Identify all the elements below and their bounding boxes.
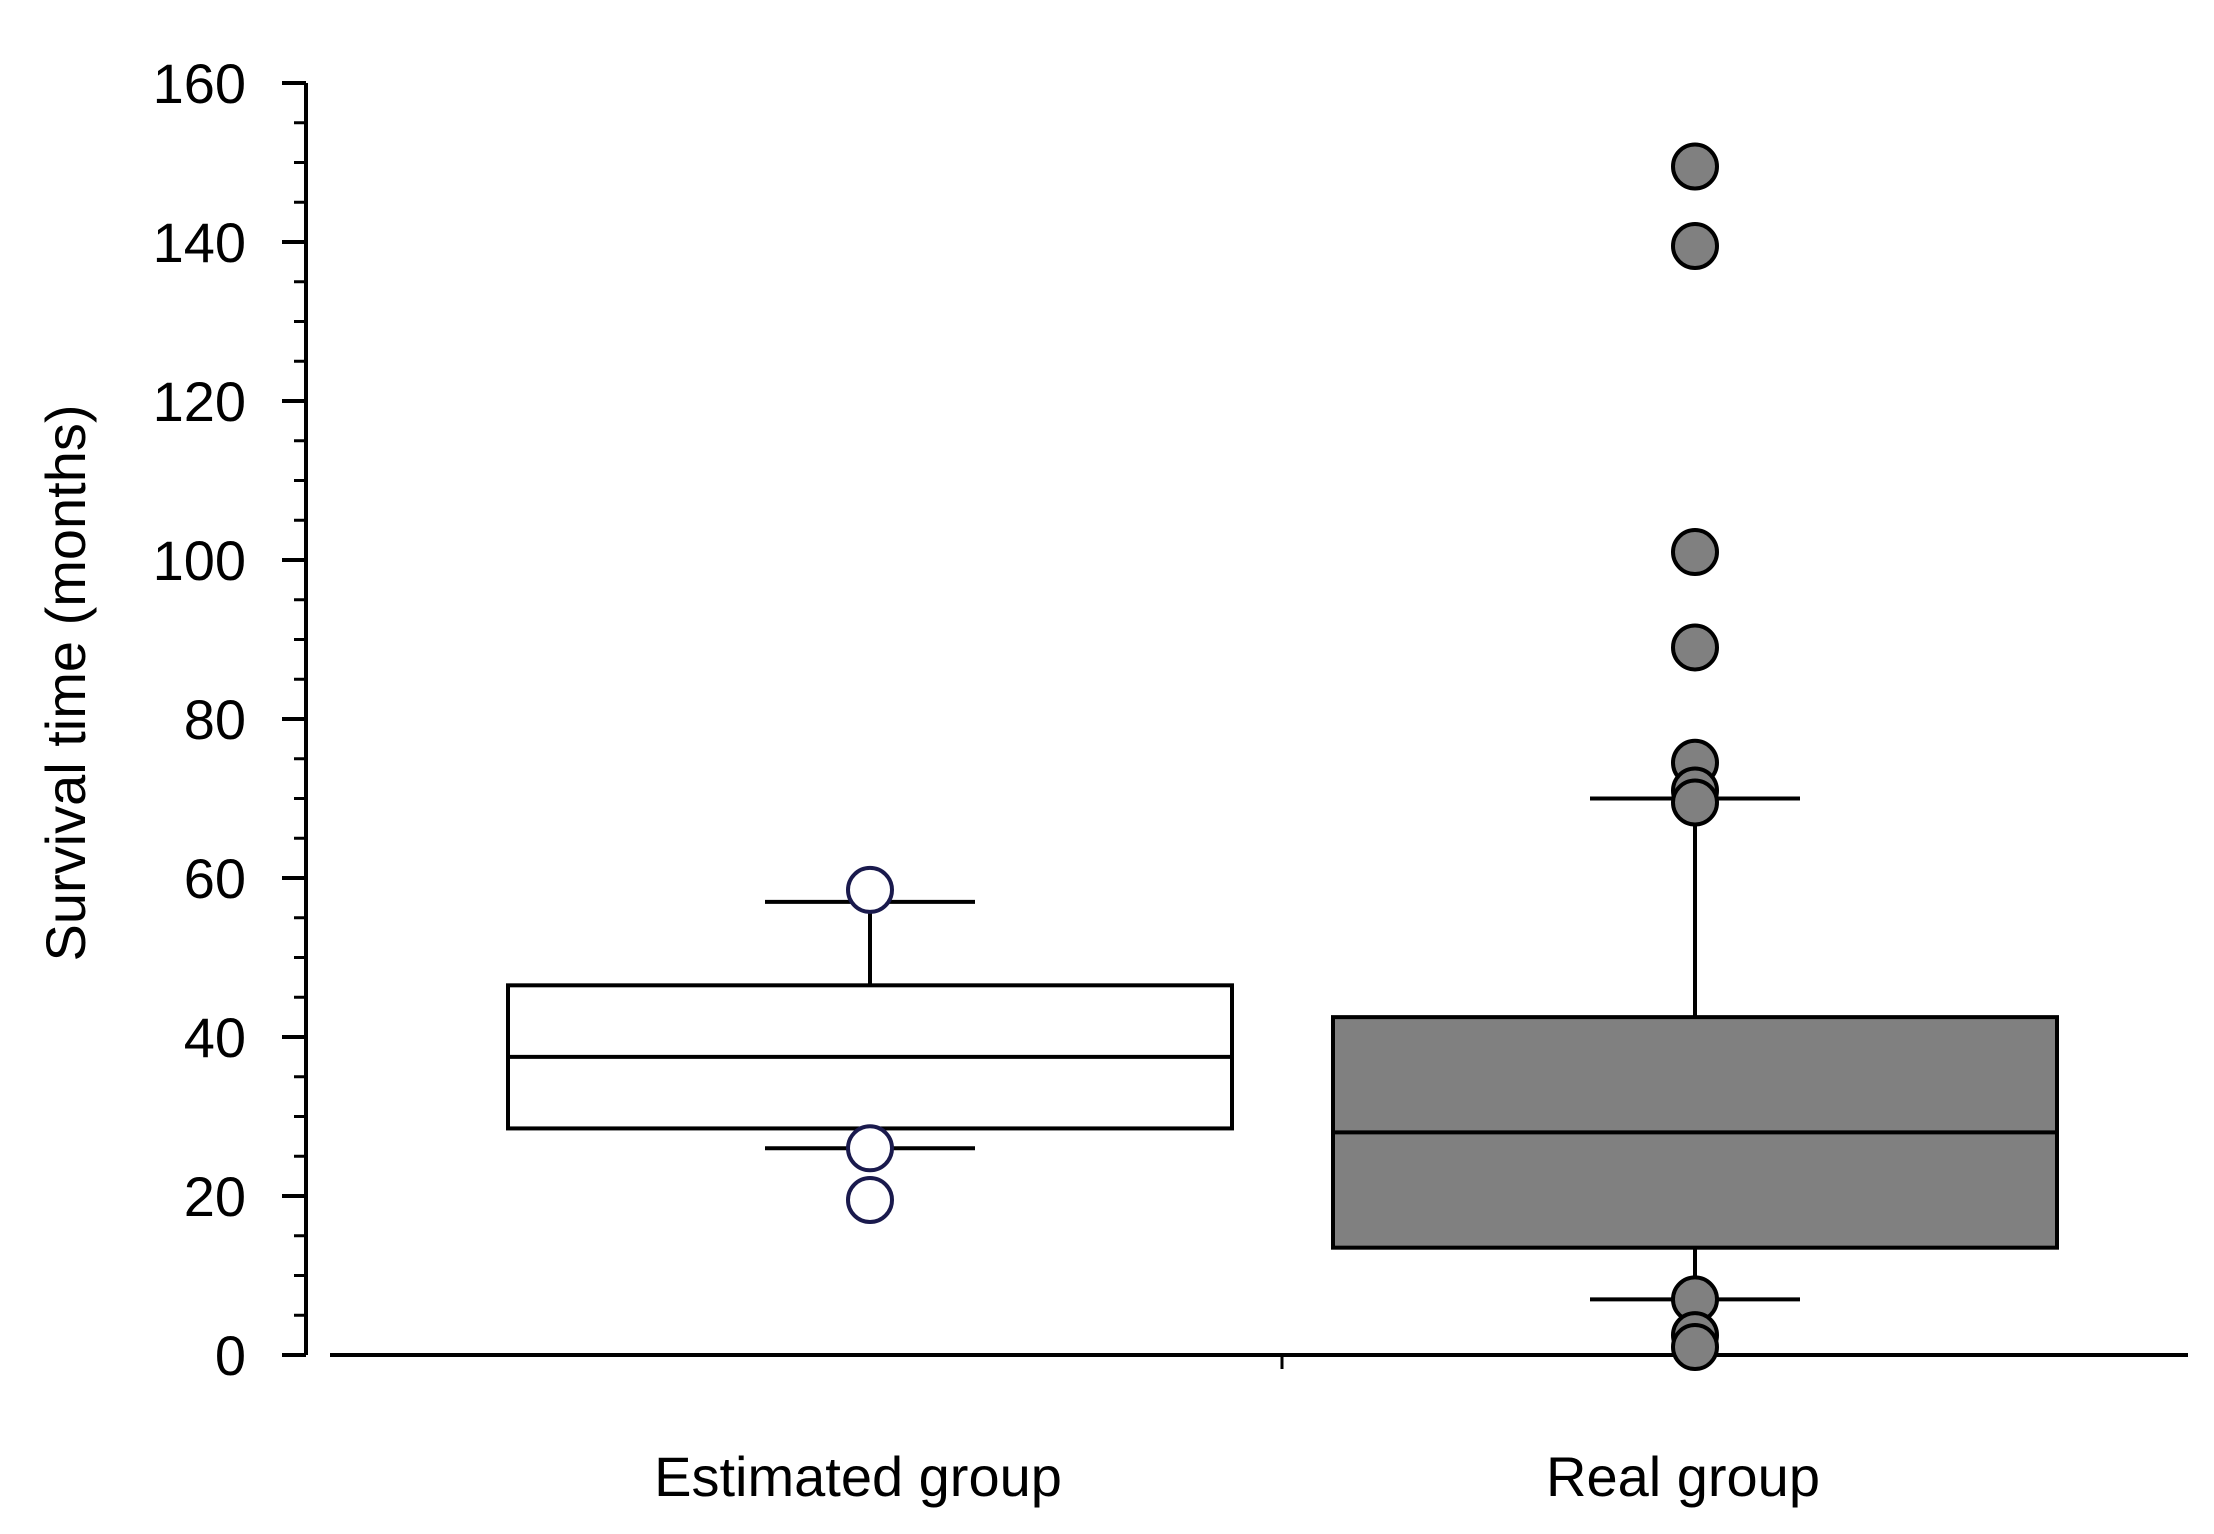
y-tick-label: 100 bbox=[153, 529, 246, 592]
y-axis-title: Survival time (months) bbox=[34, 404, 97, 961]
outlier-point bbox=[1671, 623, 1719, 672]
y-tick-label: 60 bbox=[184, 847, 246, 910]
outlier-point bbox=[1671, 778, 1719, 827]
y-tick-label: 120 bbox=[153, 370, 246, 433]
outlier-point bbox=[1671, 528, 1719, 577]
x-axis: Estimated group Real group bbox=[330, 1353, 2188, 1508]
outlier-point bbox=[846, 865, 894, 914]
y-tick-label: 160 bbox=[153, 52, 246, 115]
y-tick-label: 80 bbox=[184, 688, 246, 751]
y-tick-label: 40 bbox=[184, 1006, 246, 1069]
outlier-point bbox=[846, 1175, 894, 1224]
outlier-point bbox=[846, 1124, 894, 1173]
outlier-point bbox=[1671, 142, 1719, 191]
y-tick-label: 140 bbox=[153, 211, 246, 274]
y-tick-label: 20 bbox=[184, 1165, 246, 1228]
box-plot-series bbox=[506, 142, 2059, 1372]
y-axis: 0 20 40 60 80 100 120 140 160 bbox=[153, 52, 308, 1387]
x-category-label: Real group bbox=[1546, 1445, 1820, 1508]
outlier-point bbox=[1671, 1323, 1719, 1372]
box-estimated-group bbox=[506, 865, 1234, 1224]
outlier-point bbox=[1671, 221, 1719, 270]
y-tick-label: 0 bbox=[215, 1324, 246, 1387]
box-real-group bbox=[1331, 142, 2059, 1372]
x-category-label: Estimated group bbox=[654, 1445, 1062, 1508]
